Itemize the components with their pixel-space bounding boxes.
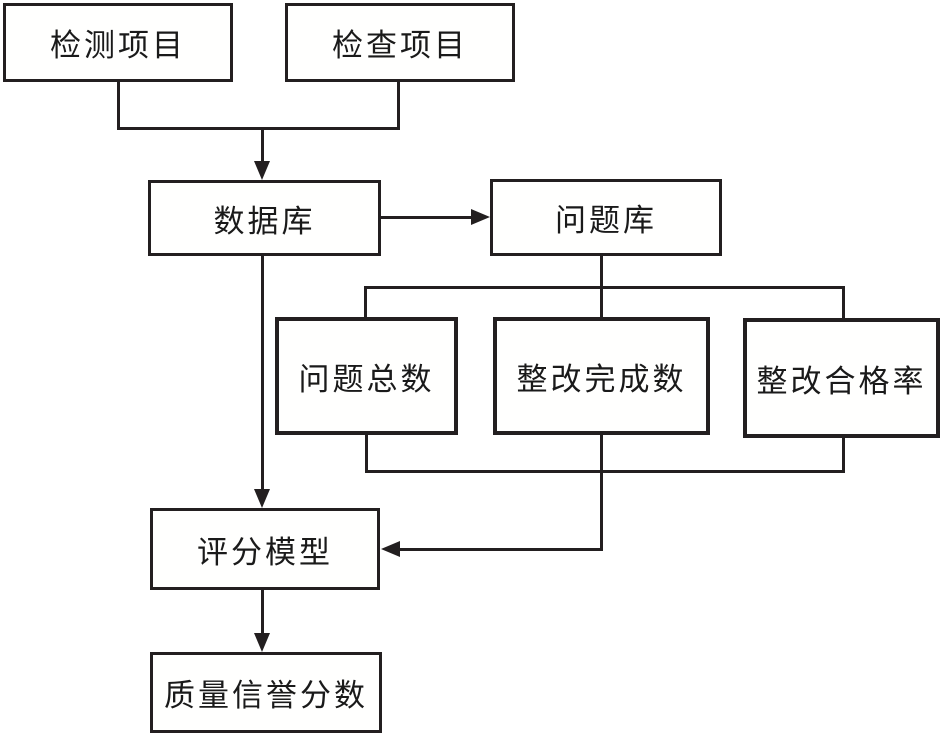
connector-merge-to-database	[261, 130, 264, 164]
node-quality-reputation-score: 质量信誉分数	[150, 652, 382, 733]
node-problem-total: 问题总数	[275, 317, 458, 435]
connector-inspection-drop	[397, 82, 400, 130]
node-detection-project-label: 检测项目	[50, 28, 186, 64]
node-rectification-pass-rate-label: 整改合格率	[756, 363, 927, 400]
node-detection-project: 检测项目	[3, 3, 233, 82]
node-problem-library-label: 问题库	[555, 203, 657, 239]
connector-database-to-scoring-model	[261, 256, 264, 490]
arrowhead-into-quality-score	[254, 633, 270, 652]
arrowhead-into-scoring-model-right	[381, 541, 400, 557]
node-rectification-completed-count-label: 整改完成数	[516, 361, 687, 398]
node-inspection-project: 检查项目	[285, 3, 515, 82]
arrowhead-into-database	[254, 161, 270, 180]
node-database-label: 数据库	[213, 203, 316, 240]
arrowhead-into-scoring-model-top	[254, 489, 270, 508]
node-rectification-completed-count: 整改完成数	[493, 317, 710, 435]
connector-distribution-to-pass-rate	[842, 286, 845, 319]
connector-model-to-score	[261, 590, 264, 636]
connector-completed-count-drop	[600, 435, 603, 551]
connector-detection-drop	[117, 82, 120, 130]
connector-pass-rate-drop	[842, 438, 845, 473]
node-problem-total-label: 问题总数	[298, 361, 435, 398]
connector-merge-horizontal	[117, 127, 400, 130]
connector-collector-to-scoring-model	[396, 548, 603, 551]
node-scoring-model-label: 评分模型	[197, 534, 333, 571]
connector-collector-horizontal	[365, 470, 845, 473]
node-inspection-project-label: 检查项目	[332, 28, 468, 64]
connector-problem-total-drop	[365, 435, 368, 473]
connector-distribution-to-problem-total	[364, 286, 367, 318]
arrowhead-into-problem-library	[471, 209, 490, 225]
node-database: 数据库	[148, 180, 381, 256]
connector-database-to-problem-library	[381, 216, 473, 219]
node-quality-reputation-score-label: 质量信誉分数	[164, 678, 368, 714]
node-rectification-pass-rate: 整改合格率	[743, 318, 940, 438]
node-problem-library: 问题库	[490, 179, 722, 256]
connector-distribution-horizontal	[364, 286, 845, 289]
node-scoring-model: 评分模型	[150, 508, 380, 590]
